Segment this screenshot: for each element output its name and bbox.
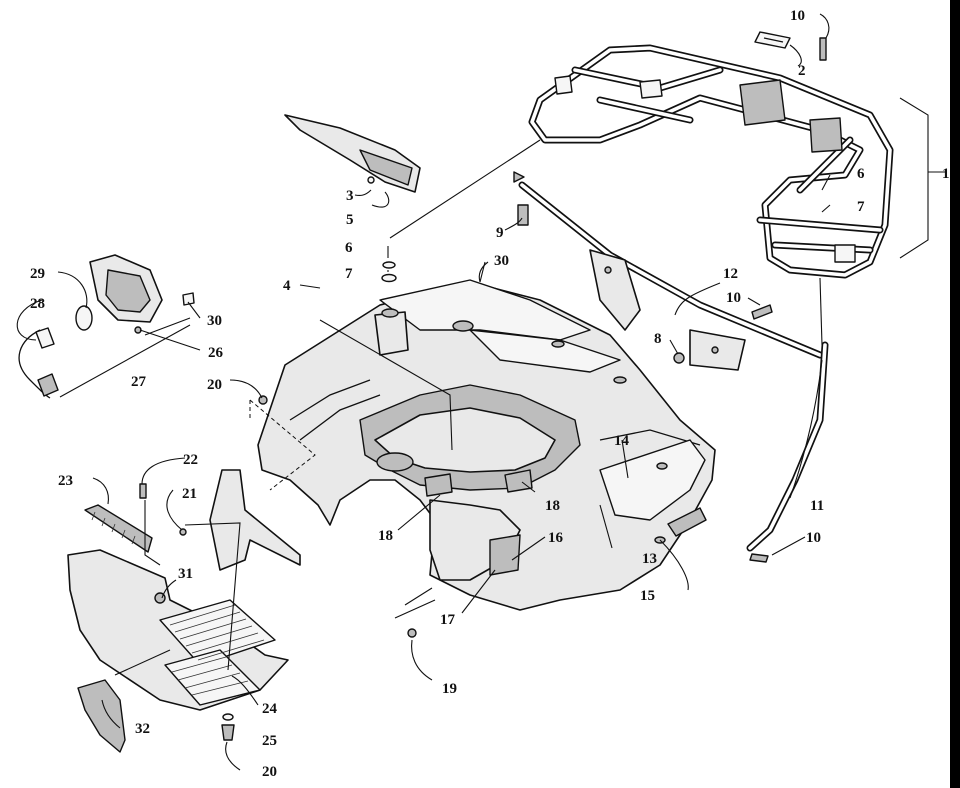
rear-fender [257,279,716,611]
callout-32: 32 [135,721,150,737]
taillight-assembly [18,254,195,399]
callout-18b: 18 [545,498,560,514]
callout-3: 3 [346,188,354,204]
callout-27: 27 [131,374,147,390]
callout-12: 12 [723,266,738,282]
callout-labels: 1 2 3 4 5 6 6 7 7 8 9 10 10 10 11 12 13 … [30,8,950,780]
callout-23: 23 [58,473,73,489]
callout-8: 8 [654,331,662,347]
callout-13: 13 [642,551,657,567]
mount-stack [374,261,409,356]
callout-5: 5 [346,212,354,228]
callout-1: 1 [942,166,950,182]
callout-6b: 6 [857,166,865,182]
callout-14: 14 [614,433,630,449]
callout-20a: 20 [207,377,222,393]
callout-21: 21 [182,486,197,502]
reflector [667,507,707,537]
callout-10c: 10 [806,530,821,546]
decal-plate [754,31,791,49]
callout-28: 28 [30,296,45,312]
callout-15: 15 [640,588,655,604]
callout-17: 17 [440,612,456,628]
callout-19: 19 [442,681,457,697]
callout-7a: 7 [345,266,353,282]
callout-20b: 20 [262,764,277,780]
callout-11: 11 [810,498,824,514]
callout-30b: 30 [494,253,509,269]
callout-9: 9 [496,225,504,241]
callout-10b: 10 [726,290,741,306]
callout-18a: 18 [378,528,393,544]
callout-6a: 6 [345,240,353,256]
callout-4: 4 [283,278,291,294]
callout-30a: 30 [207,313,222,329]
callout-16: 16 [548,530,564,546]
splash-guard [284,114,421,193]
right-edge-bar [950,0,960,788]
callout-10a: 10 [790,8,805,24]
callout-29: 29 [30,266,45,282]
leader-lines [16,13,945,771]
callout-25: 25 [262,733,277,749]
footwell-assembly [67,395,417,753]
callout-7b: 7 [857,199,865,215]
callout-24: 24 [262,701,278,717]
callout-22: 22 [183,452,198,468]
callout-31: 31 [178,566,193,582]
callout-2: 2 [798,63,806,79]
callout-26: 26 [208,345,224,361]
rear-rack [528,44,894,279]
support-bars [513,37,829,563]
